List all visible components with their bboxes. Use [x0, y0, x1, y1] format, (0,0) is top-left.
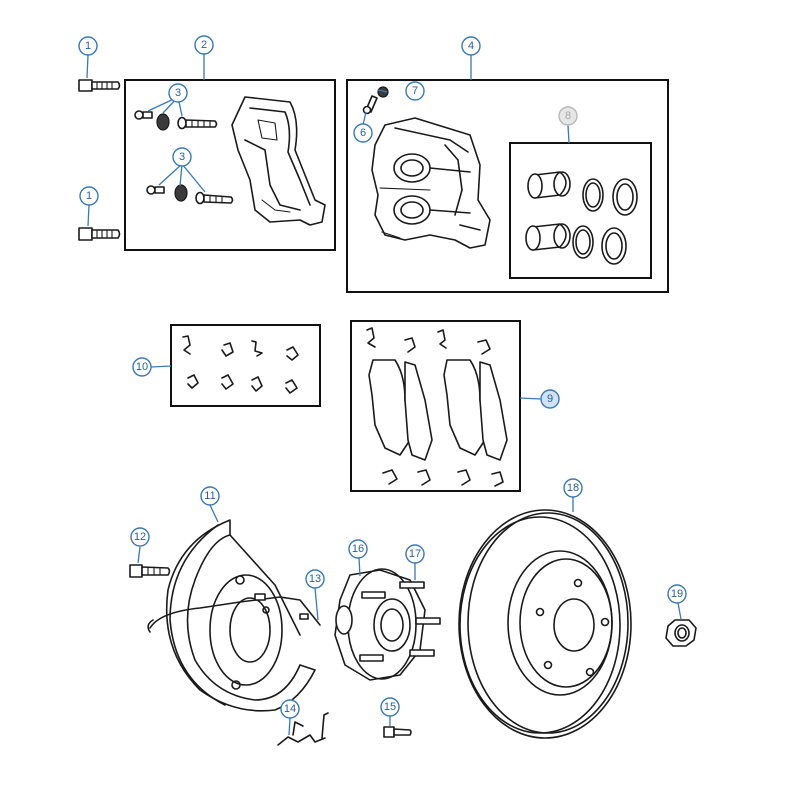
- callout-16[interactable]: 16: [348, 539, 368, 559]
- callout-label: 7: [412, 85, 418, 97]
- wire-bracket-part-14: [277, 712, 329, 746]
- callout-9[interactable]: 9: [540, 389, 560, 409]
- bracket-hardware-part-3-lower: [146, 184, 234, 205]
- callout-label: 12: [134, 531, 146, 543]
- bracket-hardware-part-3-upper: [134, 110, 218, 131]
- shield-bolt-part-12: [129, 564, 171, 578]
- callout-11[interactable]: 11: [200, 486, 220, 506]
- callout-label: 15: [384, 701, 396, 713]
- caliper-bracket-part-2: [231, 96, 326, 226]
- callout-2[interactable]: 2: [194, 35, 214, 55]
- callout-label: 13: [309, 573, 321, 585]
- group-box-10: [170, 324, 321, 407]
- sensor-bolt-part-15: [383, 726, 412, 738]
- callout-1-upper[interactable]: 1: [78, 36, 98, 56]
- group-box-2: [124, 79, 336, 251]
- callout-label: 8: [565, 110, 571, 122]
- brake-caliper-part-4: [371, 117, 491, 249]
- piston-seal-kit-part-8: [525, 171, 638, 265]
- hub-nut-part-19: [665, 619, 697, 647]
- callout-7[interactable]: 7: [405, 81, 425, 101]
- callout-13[interactable]: 13: [305, 569, 325, 589]
- callout-label: 3: [179, 151, 185, 163]
- bolt-part-1-upper: [78, 79, 121, 92]
- abs-sensor-wire-part-13: [147, 593, 321, 633]
- callout-10[interactable]: 10: [132, 357, 152, 377]
- callout-17[interactable]: 17: [405, 544, 425, 564]
- callout-3-upper[interactable]: 3: [168, 83, 188, 103]
- bleeder-cap-part-7: [377, 86, 389, 98]
- callout-label: 10: [136, 361, 148, 373]
- callout-label: 16: [352, 543, 364, 555]
- bleeder-screw-part-6: [362, 95, 378, 115]
- group-box-4: [346, 79, 669, 293]
- pad-clip-kit-part-10: [182, 335, 299, 394]
- brake-rotor-part-18: [458, 509, 632, 739]
- bolt-part-1-lower: [78, 227, 121, 241]
- dust-shield-part-11: [165, 519, 316, 712]
- callout-12[interactable]: 12: [130, 527, 150, 547]
- callout-label: 17: [409, 548, 421, 560]
- callout-label: 11: [204, 490, 215, 502]
- group-box-9: [350, 320, 521, 492]
- callout-label: 1: [86, 190, 92, 202]
- callout-label: 18: [567, 482, 579, 494]
- wheel-studs-part-17: [359, 581, 441, 662]
- callout-15[interactable]: 15: [380, 697, 400, 717]
- callout-label: 1: [85, 40, 91, 52]
- callout-label: 4: [468, 40, 474, 52]
- callout-8[interactable]: 8: [558, 106, 578, 126]
- leader-lines: [86, 54, 682, 736]
- callout-label: 9: [547, 393, 553, 405]
- callout-label: 6: [360, 127, 366, 139]
- callout-3-lower[interactable]: 3: [172, 147, 192, 167]
- callout-1-lower[interactable]: 1: [79, 186, 99, 206]
- brake-pads-part-9: [366, 327, 508, 487]
- callout-19[interactable]: 19: [667, 584, 687, 604]
- group-box-8: [509, 142, 652, 279]
- callout-label: 2: [201, 39, 207, 51]
- callout-label: 19: [671, 588, 683, 600]
- callout-14[interactable]: 14: [280, 699, 300, 719]
- callout-label: 14: [284, 703, 296, 715]
- callout-6[interactable]: 6: [353, 123, 373, 143]
- callout-label: 3: [175, 87, 181, 99]
- callout-4[interactable]: 4: [461, 36, 481, 56]
- callout-18[interactable]: 18: [563, 478, 583, 498]
